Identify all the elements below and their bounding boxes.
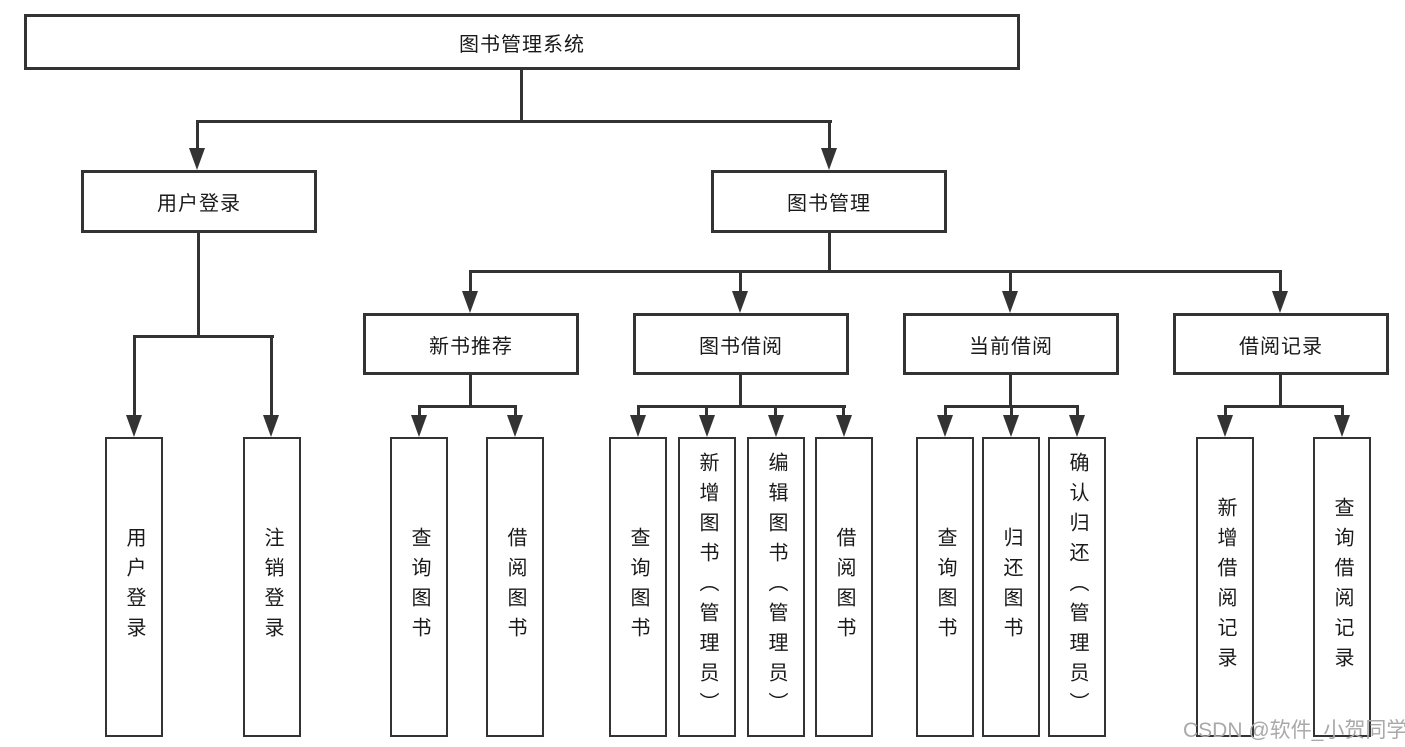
arrowhead-down-icon	[768, 415, 784, 437]
arrowhead-down-icon	[189, 148, 205, 170]
connector-line	[196, 120, 199, 150]
connector-line	[705, 405, 708, 417]
leaf-logout-label: 注销登录	[261, 527, 283, 647]
arrowhead-down-icon	[937, 415, 953, 437]
csdn-watermark: CSDN @软件_小贺同学	[1183, 719, 1405, 742]
leaf-query-books-borrowing: 查询图书	[609, 437, 667, 737]
leaf-confirm-return-admin: 确认归还（管理员）	[1048, 437, 1106, 737]
connector-line	[270, 335, 273, 415]
node-book-borrowing-label: 图书借阅	[699, 335, 783, 358]
leaf-user-login: 用户登录	[105, 437, 163, 737]
connector-line	[520, 70, 523, 120]
connector-line	[774, 405, 777, 417]
leaf-query-books-current: 查询图书	[916, 437, 974, 737]
connector-line	[1224, 405, 1227, 417]
node-borrowing-records-label: 借阅记录	[1239, 335, 1323, 358]
arrowhead-down-icon	[821, 148, 837, 170]
connector-line	[196, 120, 832, 123]
node-book-management: 图书管理	[711, 170, 947, 233]
leaf-query-borrow-record-label: 查询借阅记录	[1331, 497, 1353, 677]
connector-line	[828, 233, 831, 270]
leaf-borrow-books-borrowing: 借阅图书	[815, 437, 873, 737]
leaf-return-book: 归还图书	[982, 437, 1040, 737]
arrowhead-down-icon	[411, 415, 427, 437]
connector-line	[739, 270, 742, 293]
connector-line	[1224, 405, 1344, 408]
leaf-query-books-recommend: 查询图书	[390, 437, 448, 737]
leaf-query-books-current-label: 查询图书	[934, 527, 956, 647]
connector-line	[469, 270, 1282, 273]
connector-line	[133, 335, 274, 338]
node-new-book-recommendation: 新书推荐	[363, 313, 579, 375]
connector-line	[842, 405, 845, 417]
arrowhead-down-icon	[1272, 291, 1288, 313]
connector-line	[739, 375, 742, 406]
node-user-login: 用户登录	[81, 170, 317, 233]
arrowhead-down-icon	[1002, 291, 1018, 313]
connector-line	[1341, 405, 1344, 417]
connector-line	[469, 270, 472, 293]
leaf-add-borrow-record: 新增借阅记录	[1196, 437, 1254, 737]
arrowhead-down-icon	[836, 415, 852, 437]
leaf-add-book-admin-label: 新增图书（管理员）	[696, 452, 718, 722]
leaf-edit-book-admin-label: 编辑图书（管理员）	[765, 452, 787, 722]
connector-line	[418, 405, 517, 408]
leaf-query-borrow-record: 查询借阅记录	[1313, 437, 1371, 737]
node-book-borrowing: 图书借阅	[633, 313, 849, 375]
leaf-add-book-admin: 新增图书（管理员）	[678, 437, 736, 737]
leaf-confirm-return-admin-label: 确认归还（管理员）	[1066, 452, 1088, 722]
connector-line	[1279, 270, 1282, 293]
leaf-user-login-label: 用户登录	[123, 527, 145, 647]
connector-line	[828, 120, 831, 150]
leaf-edit-book-admin: 编辑图书（管理员）	[747, 437, 805, 737]
node-new-book-recommendation-label: 新书推荐	[429, 335, 513, 358]
leaf-borrow-books-borrowing-label: 借阅图书	[833, 527, 855, 647]
node-current-borrowing-label: 当前借阅	[969, 335, 1053, 358]
arrowhead-down-icon	[630, 415, 646, 437]
connector-line	[1009, 270, 1012, 293]
connector-line	[418, 405, 421, 417]
connector-line	[1009, 375, 1012, 406]
leaf-return-book-label: 归还图书	[1000, 527, 1022, 647]
leaf-borrow-books-recommend: 借阅图书	[486, 437, 544, 737]
arrowhead-down-icon	[1217, 415, 1233, 437]
connector-line	[637, 405, 846, 408]
connector-line	[197, 233, 200, 335]
arrowhead-down-icon	[263, 415, 279, 437]
leaf-query-books-borrowing-label: 查询图书	[627, 527, 649, 647]
arrowhead-down-icon	[1069, 415, 1085, 437]
connector-line	[133, 335, 136, 415]
arrowhead-down-icon	[126, 415, 142, 437]
connector-line	[1279, 375, 1282, 406]
leaf-borrow-books-recommend-label: 借阅图书	[504, 527, 526, 647]
arrowhead-down-icon	[1334, 415, 1350, 437]
arrowhead-down-icon	[699, 415, 715, 437]
node-book-management-label: 图书管理	[787, 193, 871, 215]
connector-line	[637, 405, 640, 417]
connector-line	[1076, 405, 1079, 417]
node-user-login-label: 用户登录	[157, 193, 241, 215]
leaf-query-books-recommend-label: 查询图书	[408, 527, 430, 647]
connector-line	[469, 375, 472, 406]
arrowhead-down-icon	[462, 291, 478, 313]
node-root-label: 图书管理系统	[459, 33, 585, 56]
arrowhead-down-icon	[732, 291, 748, 313]
node-root: 图书管理系统	[24, 14, 1020, 70]
leaf-add-borrow-record-label: 新增借阅记录	[1214, 497, 1236, 677]
arrowhead-down-icon	[507, 415, 523, 437]
leaf-logout: 注销登录	[243, 437, 301, 737]
arrowhead-down-icon	[1003, 415, 1019, 437]
connector-line	[514, 405, 517, 417]
node-current-borrowing: 当前借阅	[903, 313, 1119, 375]
connector-line	[1010, 405, 1013, 417]
connector-line	[944, 405, 947, 417]
node-borrowing-records: 借阅记录	[1173, 313, 1389, 375]
